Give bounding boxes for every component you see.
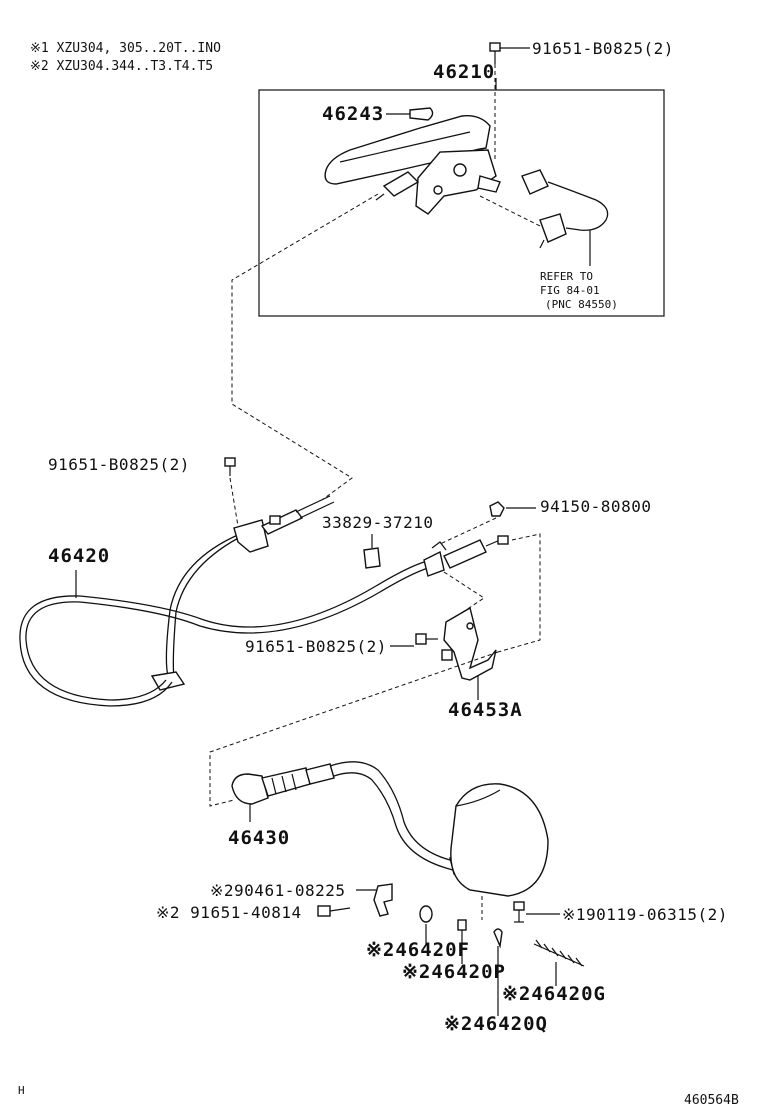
brake-switch-icon	[521, 169, 549, 195]
lever-bracket-icon	[415, 149, 497, 215]
cable-bracket-icon	[443, 606, 497, 681]
nut-icon	[489, 501, 505, 517]
switch-wire	[547, 181, 609, 231]
note-2: ※2 XZU304.344..T3.T4.T5	[30, 59, 213, 74]
retainer-clip-icon	[493, 928, 503, 949]
cable-loop	[25, 567, 429, 701]
part-number-46420G: ※246420G	[502, 983, 606, 1005]
rear-cable-group: 46430 ※290461-08225 ※2 91651-40814 ※2464…	[156, 761, 728, 1035]
part-number-91651-40814: ※2 91651-40814	[156, 903, 302, 922]
refer-line-3: (PNC 84550)	[545, 298, 618, 311]
lever-assembly-frame	[258, 89, 665, 317]
brake-drum-icon	[450, 783, 549, 897]
cable-adjuster-icon	[443, 539, 487, 569]
equalizer-icon	[233, 519, 269, 553]
part-number-91651-mid: 91651-B0825(2)	[245, 637, 387, 656]
part-number-46420F: ※246420F	[366, 939, 470, 961]
part-number-94150: 94150-80800	[540, 497, 651, 516]
bolt-icon	[489, 42, 530, 64]
part-number-91651-left: 91651-B0825(2)	[48, 455, 190, 474]
part-number-46210: 46210	[433, 61, 495, 83]
refer-line-2: FIG 84-01	[540, 284, 600, 297]
part-number-46420: 46420	[48, 545, 110, 567]
corner-marker: H	[18, 1084, 25, 1097]
part-number-46453A: 46453A	[448, 699, 523, 721]
spring-icon	[535, 939, 583, 967]
rear-cable-line	[329, 761, 471, 867]
clip-icon	[363, 547, 381, 569]
connector-icon	[539, 213, 567, 243]
parking-brake-lever-icon	[324, 115, 491, 185]
part-number-91651-top: 91651-B0825(2)	[532, 39, 674, 58]
cable-end-icon	[382, 171, 420, 197]
refer-line-1: REFER TO	[540, 270, 593, 283]
front-cable-group: 91651-B0825(2) 33829-37210 94150-80800 4…	[19, 455, 651, 721]
part-number-33829: 33829-37210	[322, 513, 433, 532]
note-1: ※1 XZU304, 305..20T..INO	[30, 41, 221, 56]
bolt-icon	[317, 905, 351, 917]
part-number-46420P: ※246420P	[402, 961, 506, 983]
part-number-46243: 46243	[322, 103, 384, 125]
cable-clamp-icon	[373, 883, 393, 917]
lever-grip-cap-icon	[409, 107, 434, 121]
pin-icon	[457, 919, 467, 931]
part-number-46430: 46430	[228, 827, 290, 849]
figure-code: 460564B	[684, 1093, 739, 1108]
grommet-icon	[419, 905, 433, 923]
part-number-90461: ※290461-08225	[210, 881, 346, 900]
part-number-46420Q: ※246420Q	[444, 1013, 548, 1035]
bolt-icon	[415, 633, 438, 645]
bolt-icon	[224, 457, 236, 476]
part-number-90119: ※190119-06315(2)	[562, 905, 728, 924]
bolt-icon	[513, 901, 560, 923]
lever-assembly-group: 91651-B0825(2) 46210 46243 REFER TO FIG …	[258, 39, 674, 317]
